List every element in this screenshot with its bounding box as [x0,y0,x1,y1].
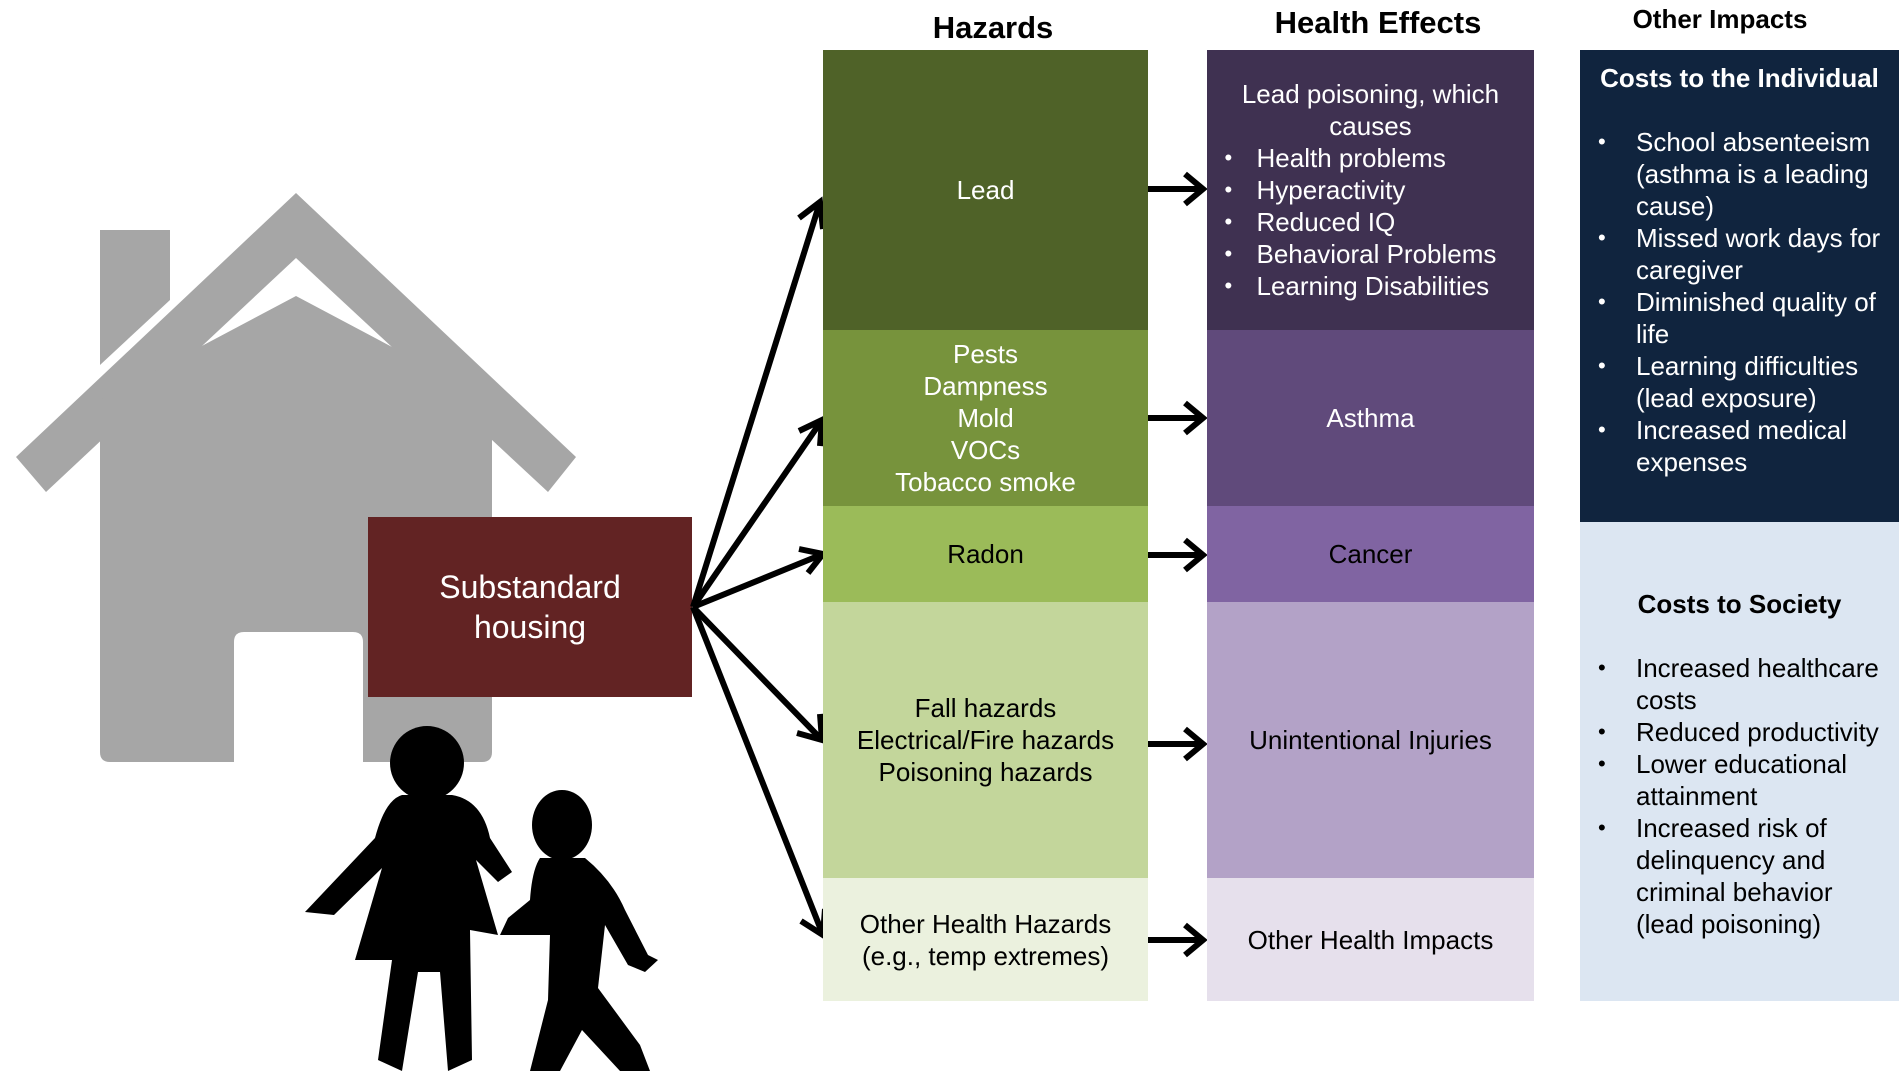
hazard-line: Fall hazards [914,693,1057,723]
impact-item-line: life [1636,319,1670,349]
effect-line: Asthma [1326,403,1415,433]
health-effects-header: Health Effects [1274,5,1482,40]
arrow-asthma-effect [1148,400,1208,436]
impact-item-line: (lead poisoning) [1636,909,1822,939]
impact-item-line: Missed work days for [1636,223,1881,253]
impact-item-line: attainment [1636,781,1758,811]
other-impacts-header: Other Impacts [1632,4,1808,34]
impact-item-line: (lead exposure) [1636,383,1817,413]
arrow-lead-effect [1148,171,1208,207]
impact-item-line: Diminished quality of [1636,287,1876,317]
impact-item-line: Increased healthcare [1636,653,1879,683]
hazard-other: Other Health Hazards (e.g., temp extreme… [823,878,1148,1001]
impact-item-line: Learning difficulties [1636,351,1859,381]
effect-line: Cancer [1328,539,1413,569]
children-icon [305,726,658,1071]
arrow-other-effect [1148,922,1208,958]
impact-item-line: Increased medical [1636,415,1847,445]
impact-item-line: costs [1636,685,1697,715]
impact-item-line: cause) [1636,191,1715,221]
impact-item: Learning difficulties(lead exposure) [1580,350,1899,414]
hazard-lead: Lead [823,50,1148,330]
effect-intro-line: Lead poisoning, which [1241,79,1500,109]
impact-individual-list: School absenteeism(asthma is a leadingca… [1580,126,1899,478]
hazard-radon: Radon [823,506,1148,602]
hazard-line: Other Health Hazards [859,908,1112,939]
impact-society: Costs to Society Increased healthcarecos… [1580,522,1899,1001]
effect-list-item: Reduced IQ [1221,206,1521,238]
arrow-to-lead [690,196,826,608]
house-illustration [16,193,658,1071]
effect-injuries: Unintentional Injuries [1207,602,1534,878]
impact-item-line: (asthma is a leading [1636,159,1869,189]
hazards-header: Hazards [932,10,1054,45]
impact-item-line: Increased risk of [1636,813,1827,843]
substandard-housing-box: Substandard housing [368,517,692,697]
impact-item-line: expenses [1636,447,1748,477]
effect-other: Other Health Impacts [1207,878,1534,1001]
effect-cancer: Cancer [1207,506,1534,602]
effect-list-item: Behavioral Problems [1221,238,1521,270]
effect-asthma: Asthma [1207,330,1534,506]
hazard-line: VOCs [950,435,1021,465]
house-label-line: housing [473,609,587,645]
impact-item-line: caregiver [1636,255,1743,285]
impact-individual: Costs to the Individual School absenteei… [1580,50,1899,522]
effect-line: Other Health Impacts [1247,924,1494,955]
arrow-to-pests [690,415,826,609]
arrow-cancer-effect [1148,537,1208,573]
effect-list-item: Hyperactivity [1221,174,1521,206]
effect-intro-line: causes [1329,111,1412,141]
effect-lead-list: Health problems Hyperactivity Reduced IQ… [1221,142,1521,302]
arrow-to-fall [690,604,826,745]
house-label-line: Substandard [439,569,621,605]
arrow-injury-effect [1148,726,1208,762]
impact-item-line: School absenteeism [1636,127,1871,157]
effect-list-item: Health problems [1221,142,1521,174]
impact-individual-title: Costs to the Individual [1600,63,1879,93]
impact-society-title: Costs to Society [1637,589,1842,619]
impact-item-line: criminal behavior [1636,877,1833,907]
effect-list-item: Learning Disabilities [1221,270,1521,302]
impact-item: School absenteeism(asthma is a leadingca… [1580,126,1899,222]
impact-item-line: delinquency and [1636,845,1826,875]
hazard-line: Pests [952,339,1019,369]
hazard-line: Radon [947,539,1024,569]
impact-item-line: Reduced productivity [1636,717,1879,747]
hazard-line: Poisoning hazards [878,757,1093,787]
hazard-line: (e.g., temp extremes) [861,940,1110,971]
effect-lead-poisoning: Lead poisoning, which causes Health prob… [1207,50,1534,330]
hazard-line: Tobacco smoke [895,467,1076,497]
arrow-to-other [690,605,828,941]
hazard-line: Electrical/Fire hazards [856,725,1115,755]
hazard-line: Lead [956,175,1015,205]
hazard-line: Dampness [923,371,1048,401]
impact-item: Reduced productivity [1580,716,1899,748]
impact-item-line: Lower educational [1636,749,1848,779]
effect-line: Unintentional Injuries [1249,725,1492,755]
hazard-fall: Fall hazards Electrical/Fire hazards Poi… [823,602,1148,878]
hazard-pests: Pests Dampness Mold VOCs Tobacco smoke [823,330,1148,506]
hazard-line: Mold [957,403,1014,433]
